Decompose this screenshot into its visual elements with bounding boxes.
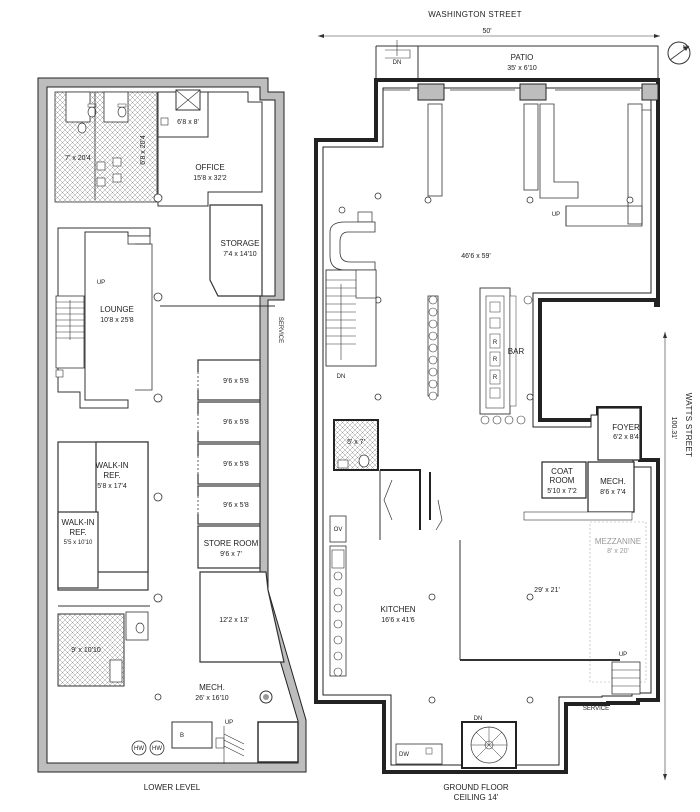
- svg-text:OFFICE: OFFICE: [195, 163, 224, 172]
- svg-text:15'8 x 32'2: 15'8 x 32'2: [193, 175, 227, 182]
- ground-stair: [325, 269, 377, 367]
- svg-text:STORAGE: STORAGE: [221, 239, 260, 248]
- svg-text:STORE ROOM: STORE ROOM: [204, 539, 259, 548]
- svg-text:R: R: [493, 357, 498, 363]
- width-dimension: 50': [482, 28, 491, 35]
- depth-dimension: 100.31': [670, 417, 677, 440]
- svg-text:6'2 x 8'4: 6'2 x 8'4: [613, 434, 639, 441]
- svg-text:REF.: REF.: [103, 471, 120, 480]
- svg-text:HW: HW: [152, 746, 162, 752]
- svg-text:LOUNGE: LOUNGE: [100, 305, 134, 314]
- svg-text:10'8 x 25'8: 10'8 x 25'8: [100, 317, 134, 324]
- svg-text:SERVICE: SERVICE: [277, 317, 283, 343]
- svg-text:DN: DN: [393, 60, 402, 66]
- width-dimension-line: [318, 34, 660, 38]
- svg-text:OV: OV: [334, 527, 343, 533]
- svg-text:6'8 x 20'4: 6'8 x 20'4: [140, 135, 147, 165]
- svg-text:5' x 7': 5' x 7': [347, 439, 365, 446]
- spiral-stair: [461, 721, 517, 769]
- svg-text:8'6 x 7'4: 8'6 x 7'4: [600, 489, 626, 496]
- ground-floor-caption-2: CEILING 14': [454, 793, 499, 802]
- mezzanine-stair: [611, 661, 641, 695]
- svg-text:UP: UP: [619, 652, 627, 658]
- svg-text:N: N: [683, 45, 687, 51]
- svg-text:ROOM: ROOM: [550, 476, 575, 485]
- svg-text:12'2 x 13': 12'2 x 13': [219, 617, 249, 624]
- storage-cages: [197, 359, 261, 569]
- svg-text:SERVICE: SERVICE: [583, 706, 609, 712]
- svg-text:DW: DW: [399, 752, 409, 758]
- svg-text:PATIO: PATIO: [511, 53, 534, 62]
- street-label-top: WASHINGTON STREET: [428, 10, 522, 19]
- svg-text:29' x 21': 29' x 21': [534, 587, 560, 594]
- ground-floor-caption-1: GROUND FLOOR: [443, 783, 509, 792]
- svg-text:7'4 x 14'10: 7'4 x 14'10: [223, 251, 257, 258]
- svg-text:MECH.: MECH.: [199, 683, 225, 692]
- svg-text:B: B: [180, 733, 184, 739]
- svg-text:9'6 x 5'8: 9'6 x 5'8: [223, 461, 249, 468]
- svg-text:5'5 x 10'10: 5'5 x 10'10: [64, 540, 93, 546]
- svg-text:5'8 x 17'4: 5'8 x 17'4: [97, 483, 127, 490]
- svg-text:7' x 20'4: 7' x 20'4: [65, 155, 91, 162]
- svg-text:UP: UP: [97, 280, 105, 286]
- svg-text:MEZZANINE: MEZZANINE: [595, 537, 641, 546]
- svg-text:46'6 x 59': 46'6 x 59': [461, 253, 491, 260]
- depth-dimension-line: [663, 332, 667, 780]
- street-label-side: WATTS STREET: [684, 393, 693, 458]
- svg-text:8' x 20': 8' x 20': [607, 548, 629, 555]
- svg-text:BAR: BAR: [508, 347, 525, 356]
- mech-stair: [223, 726, 245, 764]
- svg-text:9'6 x 5'8: 9'6 x 5'8: [223, 419, 249, 426]
- bar-counter: [479, 287, 533, 425]
- svg-text:9' x 10'10: 9' x 10'10: [71, 647, 101, 654]
- lower-level-plan: 7' x 20'4 6'8 x 20'4 6'8 x 8' OFFICE 15'…: [37, 77, 307, 773]
- svg-text:REF.: REF.: [69, 528, 86, 537]
- lounge-stair: [55, 295, 85, 369]
- svg-text:16'6 x 41'6: 16'6 x 41'6: [381, 617, 415, 624]
- communal-table: [427, 295, 439, 401]
- svg-text:FOYER: FOYER: [612, 423, 640, 432]
- svg-text:HW: HW: [134, 746, 144, 752]
- svg-text:WALK-IN: WALK-IN: [61, 518, 94, 527]
- svg-text:KITCHEN: KITCHEN: [380, 605, 415, 614]
- svg-text:UP: UP: [552, 212, 560, 218]
- svg-text:9'6 x 5'8: 9'6 x 5'8: [223, 502, 249, 509]
- kitchen-equipment: [331, 549, 345, 677]
- svg-text:9'6 x 7': 9'6 x 7': [220, 551, 242, 558]
- svg-text:9'6 x 5'8: 9'6 x 5'8: [223, 378, 249, 385]
- svg-text:DN: DN: [337, 374, 346, 380]
- svg-text:COAT: COAT: [551, 467, 573, 476]
- svg-text:DN: DN: [474, 716, 483, 722]
- svg-text:WALK-IN: WALK-IN: [95, 461, 128, 470]
- svg-text:5'10 x 7'2: 5'10 x 7'2: [547, 488, 577, 495]
- compass-icon: N: [667, 41, 691, 65]
- svg-text:26' x 16'10: 26' x 16'10: [195, 695, 229, 702]
- ground-floor-plan: PATIO 35' x 6'10 DN UP: [314, 40, 660, 774]
- lower-level-caption: LOWER LEVEL: [144, 783, 201, 792]
- svg-text:R: R: [493, 375, 498, 381]
- svg-text:35' x 6'10: 35' x 6'10: [507, 65, 537, 72]
- svg-text:UP: UP: [225, 720, 233, 726]
- svg-text:6'8 x 8': 6'8 x 8': [177, 119, 199, 126]
- svg-text:R: R: [493, 340, 498, 346]
- svg-text:MECH.: MECH.: [600, 477, 626, 486]
